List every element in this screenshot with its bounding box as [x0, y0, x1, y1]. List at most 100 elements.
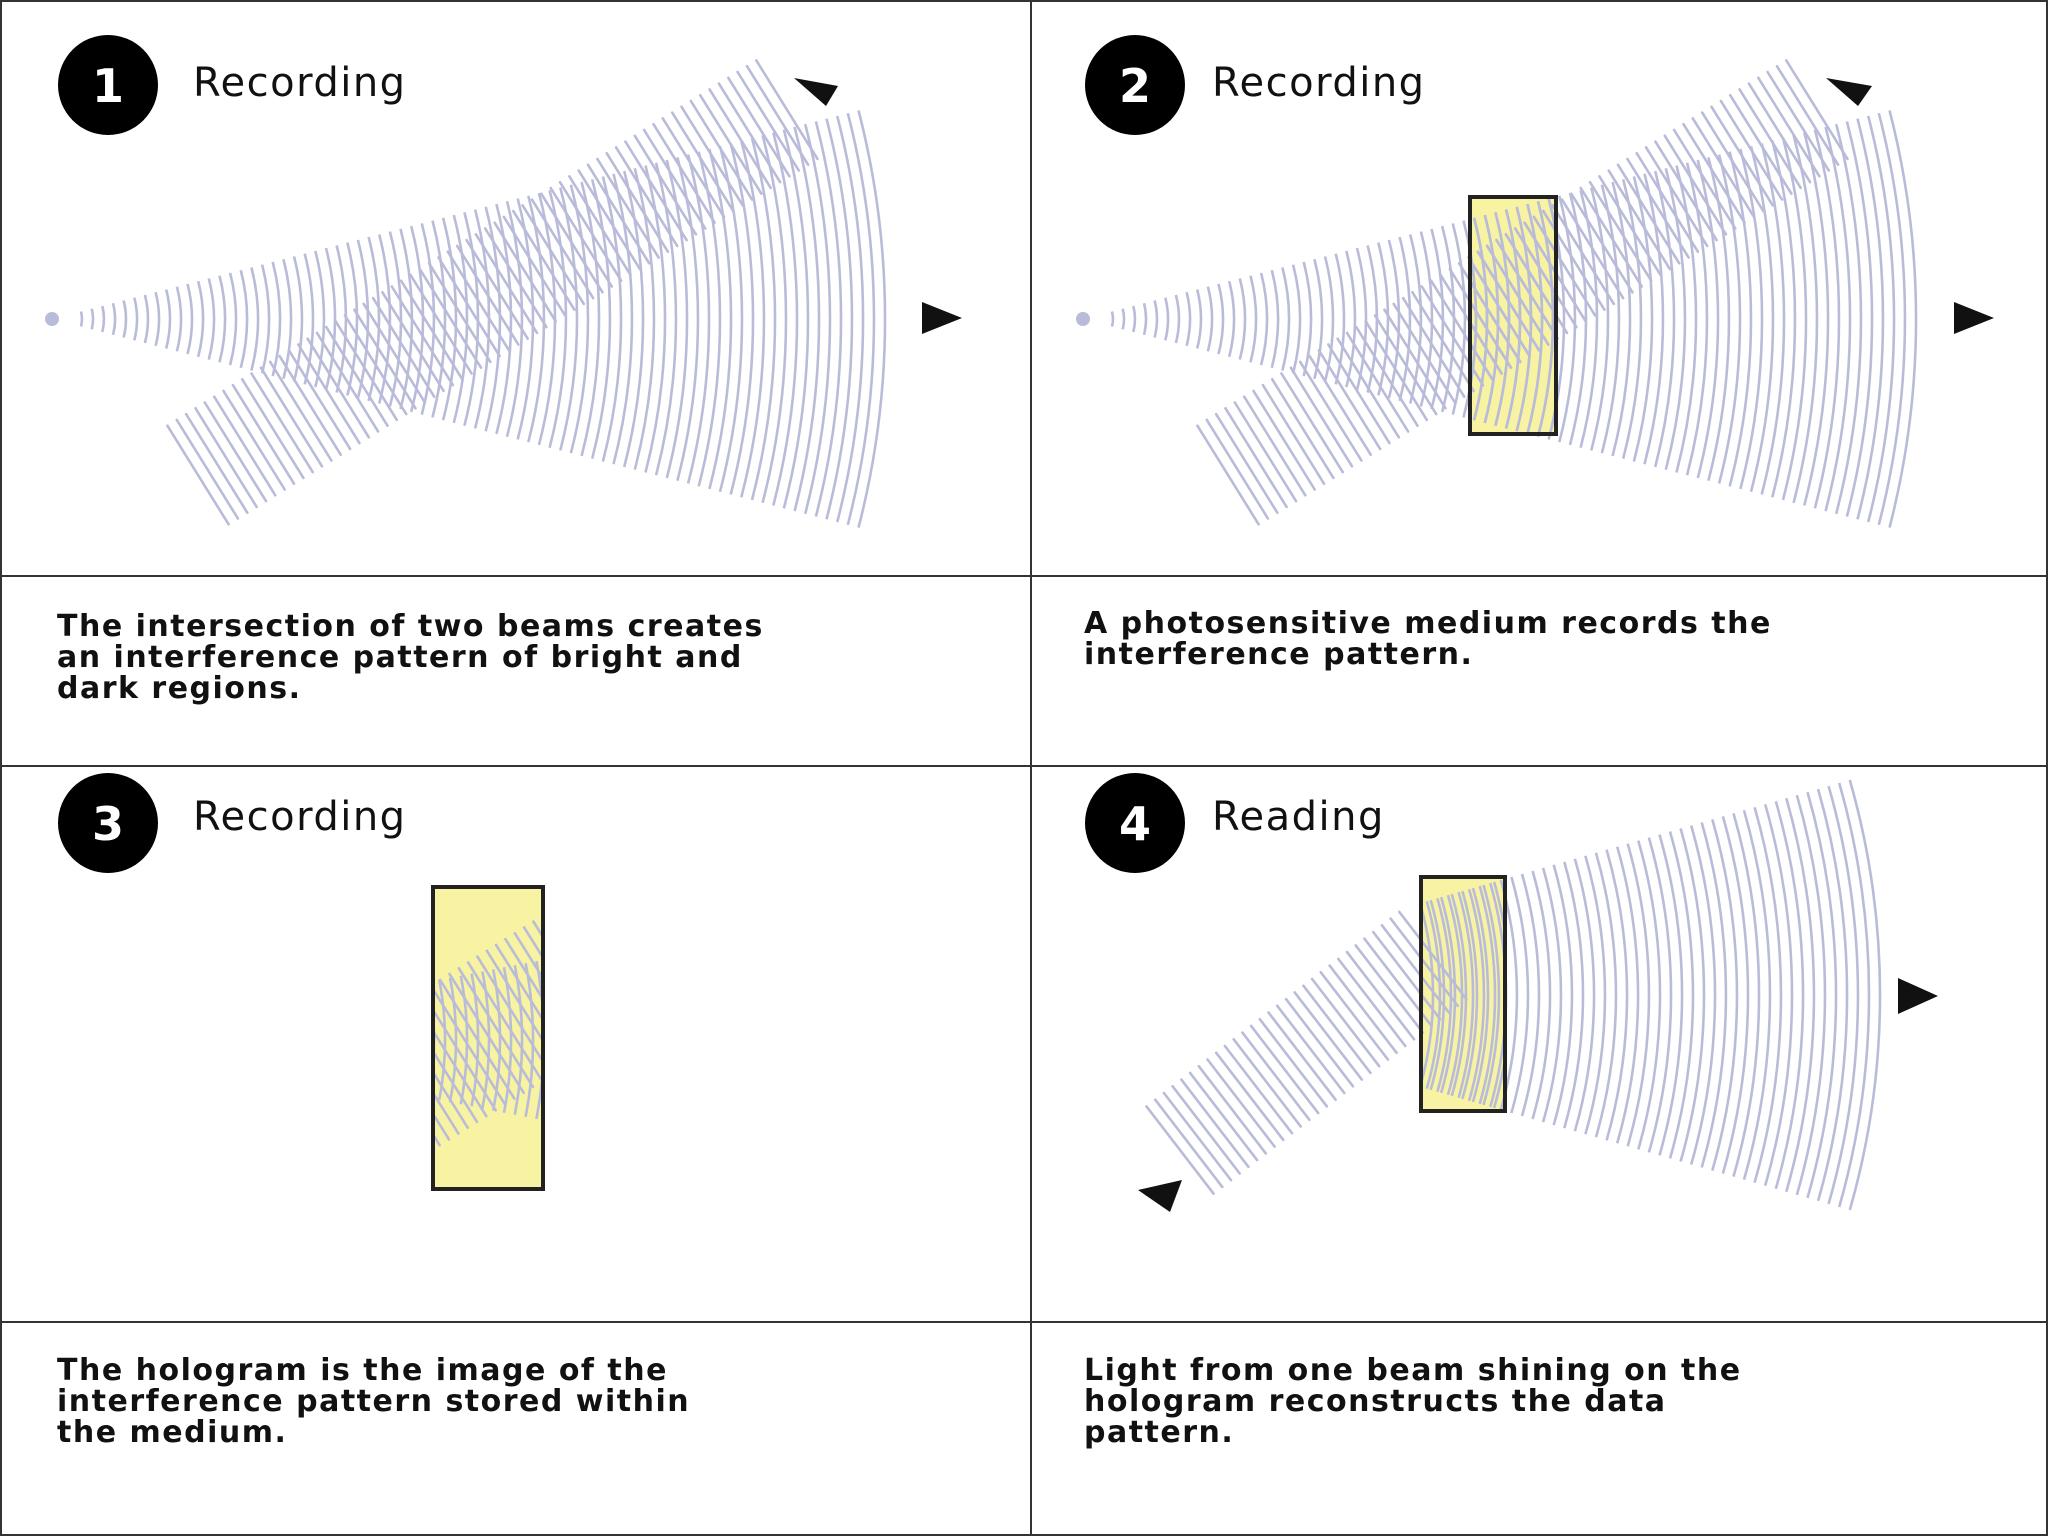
wave-front: [1495, 238, 1556, 339]
wave-front: [1785, 797, 1816, 1193]
wave-front: [1504, 209, 1522, 429]
wave-front: [547, 959, 555, 1121]
wave-front: [250, 372, 315, 474]
wave-front: [535, 960, 543, 1120]
wave-front: [175, 286, 183, 352]
wave-front: [1371, 930, 1442, 1021]
wave-front: [1721, 816, 1750, 1174]
wave-front: [1354, 944, 1425, 1034]
wave-front: [1774, 800, 1805, 1190]
wave-front: [522, 926, 543, 961]
wave-front: [558, 180, 623, 283]
wave-front: [1110, 311, 1115, 327]
wave-front: [1470, 340, 1494, 381]
wave-front: [1302, 261, 1313, 377]
wave-front: [1827, 785, 1860, 1205]
wave-front: [1632, 176, 1654, 462]
wave-front: [599, 881, 673, 1000]
wave-front: [590, 951, 599, 1130]
caption-2: A photosensitive medium records the inte…: [1084, 608, 1772, 670]
wave-front: [568, 175, 632, 277]
wave-front: [1142, 302, 1148, 336]
wave-front: [740, 140, 766, 498]
wave-front: [1242, 395, 1307, 497]
wave-front: [1742, 809, 1772, 1181]
panel-2: 2 Recording: [1076, 35, 1994, 528]
wave-front: [1888, 110, 1918, 528]
wave-front: [1552, 864, 1574, 1126]
wave-front: [315, 331, 380, 433]
wave-front: [1275, 1004, 1346, 1095]
wave-front: [259, 366, 324, 468]
wave-front: [1249, 275, 1258, 363]
wave-front: [1471, 887, 1490, 1103]
wave-front: [218, 275, 227, 363]
wave-front: [1195, 289, 1203, 349]
wave-front: [310, 1062, 384, 1181]
wave-front: [655, 938, 665, 1142]
wave-front: [1739, 148, 1764, 490]
beam-arrow-reconstructed: [1898, 978, 1938, 1014]
wave-front: [645, 852, 719, 971]
wave-front: [1707, 156, 1731, 482]
wave-front: [1696, 159, 1720, 479]
wave-front: [1711, 819, 1739, 1171]
wave-front: [676, 156, 700, 482]
wave-front: [1401, 296, 1466, 399]
beam-arrow-reference: [794, 78, 838, 106]
wave-front: [1313, 258, 1324, 380]
beam-arrow-object: [922, 302, 962, 334]
wave-front: [1153, 1098, 1224, 1189]
wave-front: [1450, 893, 1468, 1097]
wave-area-4: [1145, 779, 1882, 1211]
wave-front: [1470, 243, 1478, 395]
wave-front: [1689, 825, 1717, 1165]
wave-front: [1635, 151, 1700, 253]
wave-front: [448, 972, 526, 1095]
wave-front: [627, 863, 701, 982]
wave-front: [420, 223, 436, 415]
wave-front: [1233, 401, 1298, 503]
step-badge-3: 3: [58, 773, 158, 873]
wave-front: [601, 176, 623, 462]
wave-front: [381, 290, 445, 393]
photosensitive-medium-border: [1468, 195, 1558, 436]
wave-front: [1845, 121, 1874, 517]
wave-front: [481, 971, 491, 1109]
wave-front: [1252, 389, 1316, 491]
wave-front: [782, 129, 810, 509]
wave-front: [601, 948, 610, 1131]
wave-front: [1700, 822, 1728, 1168]
wave-front: [502, 967, 513, 1113]
wave-front: [1663, 134, 1728, 236]
wave-front: [1153, 300, 1159, 338]
wave-front: [1270, 377, 1335, 480]
wave-front: [1824, 126, 1852, 512]
wave-front: [437, 979, 447, 1101]
wave-front: [1579, 186, 1644, 288]
wave-front: [1337, 957, 1407, 1048]
wave-front: [537, 192, 557, 446]
wave-front: [296, 343, 361, 445]
wave-front: [1308, 354, 1372, 457]
caption-line: the medium.: [57, 1415, 288, 1450]
wave-front: [240, 377, 305, 480]
step-number: 2: [1119, 59, 1151, 113]
wave-front: [1781, 137, 1808, 501]
wave-front: [1334, 253, 1346, 385]
wave-front: [409, 273, 473, 375]
wave-front: [633, 167, 656, 471]
wave-front: [335, 245, 348, 393]
wave-front: [1217, 283, 1225, 355]
wave-front: [473, 209, 491, 429]
wave-front: [857, 110, 887, 528]
panel-4: 4 Reading: [1085, 773, 1938, 1212]
wave-area-1: [45, 59, 887, 528]
wave-front: [1280, 372, 1344, 474]
wave-front: [1607, 169, 1672, 271]
wave-front: [623, 944, 632, 1136]
wave-front: [452, 214, 469, 424]
wave-front: [1345, 331, 1410, 433]
wave-front: [433, 1111, 451, 1141]
